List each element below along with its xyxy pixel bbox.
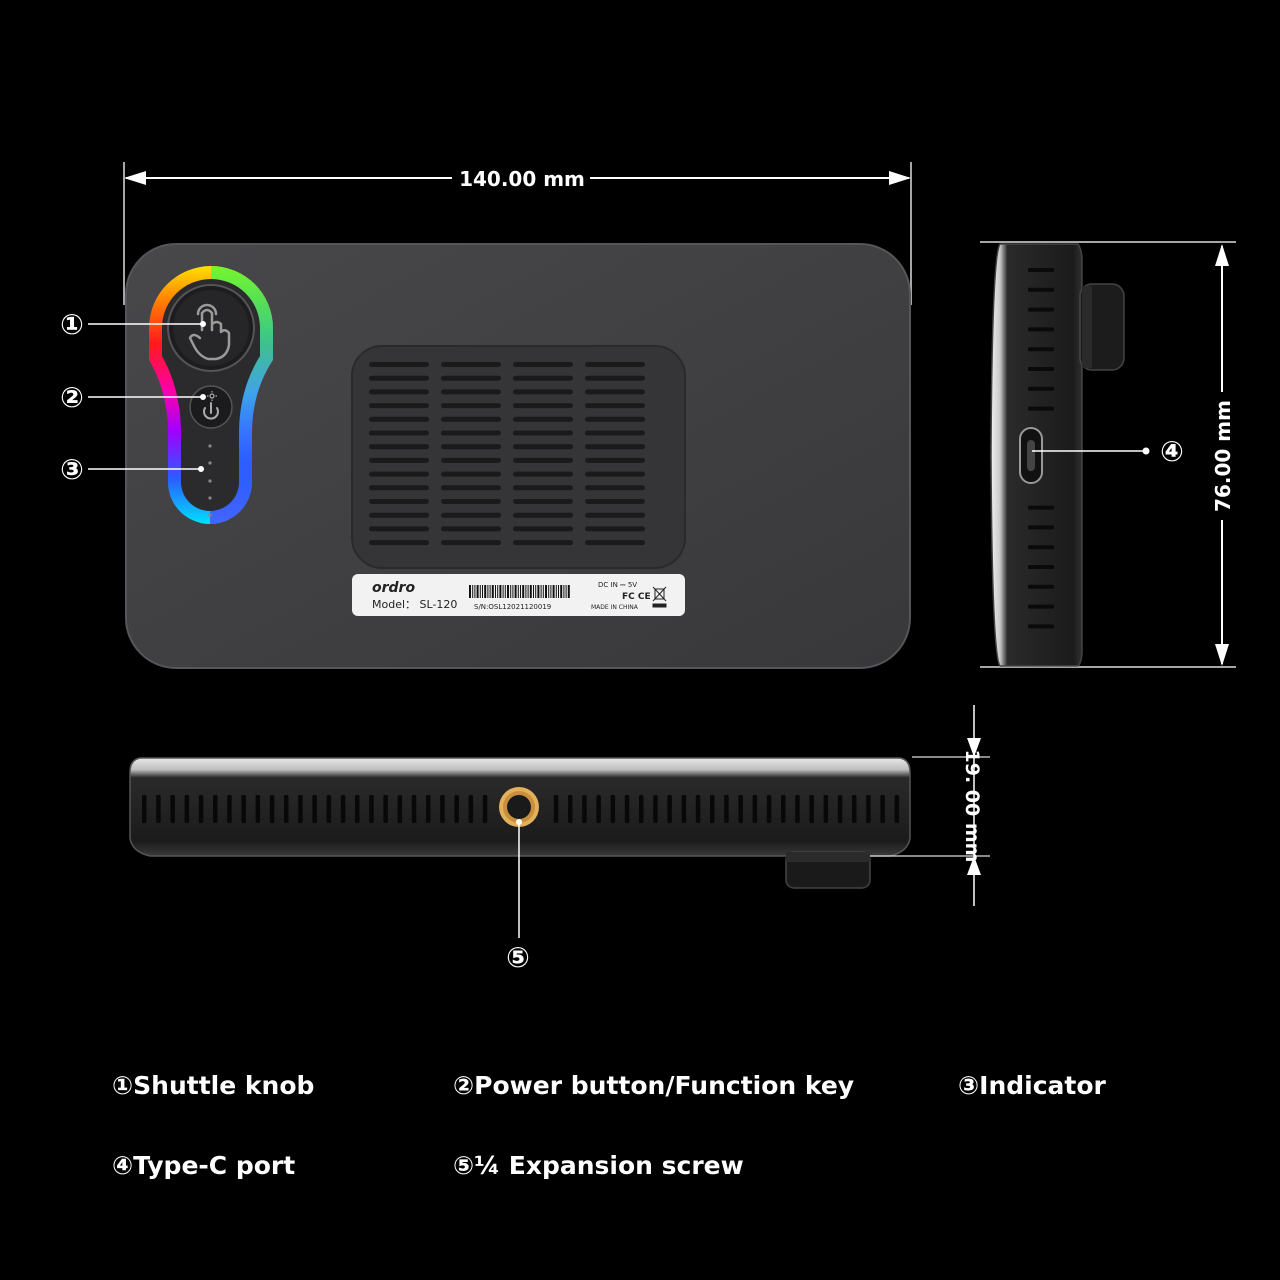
height-dimension: 76.00 mm — [1211, 244, 1235, 666]
label-plate: ordro Model： SL-120 S/N:OSL12021120019 D… — [352, 574, 685, 616]
legend-power-button: ②Power button/Function key — [453, 1071, 855, 1100]
callout-2: ② — [60, 381, 84, 414]
device-edge-view — [129, 757, 911, 889]
touch-hand-icon — [188, 303, 231, 361]
width-dimension-label: 140.00 mm — [459, 167, 585, 191]
label-certs: FC CE — [622, 592, 651, 602]
device-side-view — [980, 241, 1236, 668]
depth-dimension: 19. 00 mm — [870, 705, 990, 906]
expansion-screw[interactable] — [499, 787, 539, 827]
indicator-leds — [208, 444, 212, 517]
label-brand: ordro — [372, 580, 415, 596]
recycle-bin-icon — [652, 586, 667, 608]
width-dimension: 140.00 mm — [123, 162, 912, 305]
legend-shuttle-knob: ①Shuttle knob — [112, 1071, 315, 1100]
vent-grille — [351, 345, 686, 569]
legend-expansion-screw: ⑤¼ Expansion screw — [453, 1151, 744, 1180]
callout-5: ⑤ — [506, 941, 530, 974]
type-c-port[interactable] — [1019, 427, 1043, 484]
label-serial: S/N:OSL12021120019 — [474, 603, 551, 611]
label-dc-in: DC IN ⎓ 5V — [598, 581, 637, 589]
height-dimension-label: 76.00 mm — [1211, 400, 1235, 512]
callout-4: ④ — [1160, 435, 1184, 468]
callout-leader-edge — [516, 819, 522, 938]
brightness-icon — [207, 391, 217, 401]
callout-leaders-top — [88, 323, 203, 470]
power-icon — [203, 402, 219, 420]
callout-1: ① — [60, 308, 84, 341]
label-model: Model： SL-120 — [372, 598, 457, 611]
callout-leader-side — [1032, 447, 1150, 455]
device-top-view: ordro Model： SL-120 S/N:OSL12021120019 D… — [125, 243, 911, 669]
depth-dimension-label: 19. 00 mm — [961, 750, 983, 863]
shuttle-knob[interactable] — [167, 284, 255, 372]
legend-type-c-port: ④Type-C port — [112, 1151, 296, 1180]
callout-3: ③ — [60, 453, 84, 486]
label-origin: MADE IN CHINA — [591, 604, 639, 611]
barcode — [469, 585, 570, 598]
legend-indicator: ③Indicator — [958, 1071, 1106, 1100]
power-button[interactable] — [189, 385, 233, 429]
